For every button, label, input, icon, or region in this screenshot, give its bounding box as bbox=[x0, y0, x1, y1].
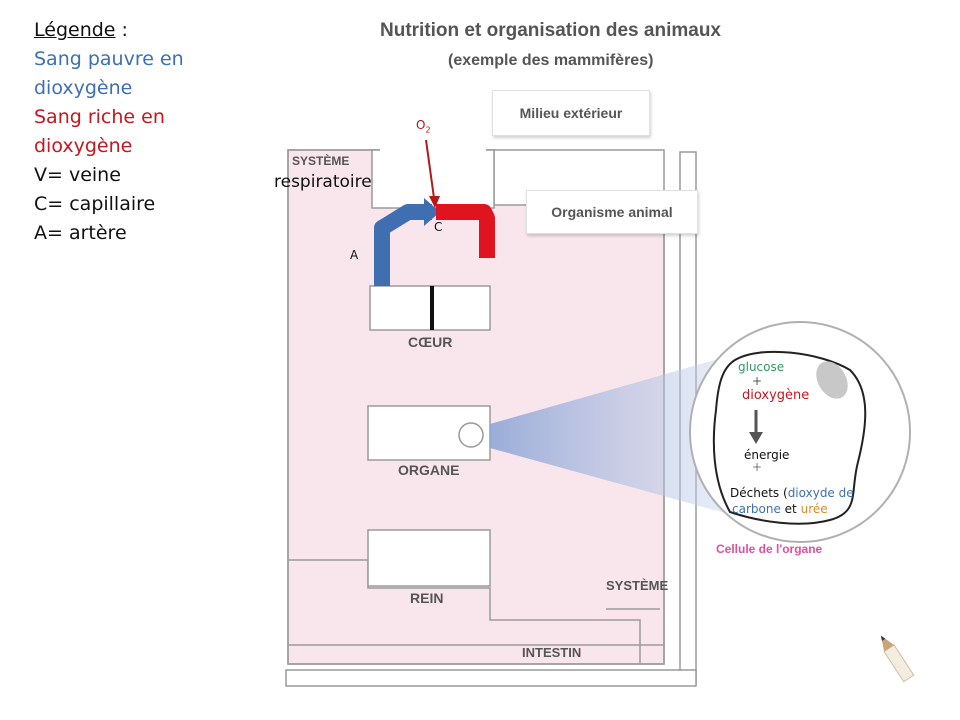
milieu-exterieur-box: Milieu extérieur bbox=[492, 90, 650, 136]
glucose-label: glucose bbox=[738, 360, 785, 374]
o2-label: O2 bbox=[416, 118, 431, 135]
artery-blue-arrowhead bbox=[424, 198, 440, 226]
respiratory-gap bbox=[380, 140, 486, 154]
oxygen-arrow-shaft bbox=[425, 139, 435, 199]
cell-nucleus bbox=[816, 361, 848, 399]
systeme-top-label: SYSTÈME bbox=[292, 154, 350, 168]
legend-red-line2: dioxygène bbox=[34, 135, 133, 157]
cell-label: Cellule de l'organe bbox=[716, 542, 823, 556]
respiratoire-label: respiratoire bbox=[274, 172, 372, 192]
artery-label: A bbox=[350, 248, 359, 262]
reaction-arrow-head bbox=[749, 432, 763, 444]
legend-artery: A= artère bbox=[34, 222, 127, 244]
capillary-label: C bbox=[434, 220, 443, 234]
pencil-icon bbox=[880, 635, 915, 683]
organisme-animal-box: Organisme animal bbox=[526, 190, 698, 234]
dechets-label: Déchets (dioxyde de bbox=[730, 486, 854, 500]
legend-vein: V= veine bbox=[34, 164, 121, 186]
zoom-cone bbox=[490, 350, 750, 520]
organ-cell-circle bbox=[458, 422, 484, 448]
dioxygene-label: dioxygène bbox=[742, 388, 810, 403]
organe-label: ORGANE bbox=[398, 462, 460, 478]
systeme-bottom-label: SYSTÈME bbox=[606, 578, 669, 593]
carbone-uree-label: carbone et urée bbox=[732, 502, 828, 516]
kidney-box bbox=[367, 529, 491, 587]
intestin-label: INTESTIN bbox=[522, 645, 582, 660]
energie-label: énergie bbox=[744, 448, 790, 462]
artery-blue-vessel bbox=[374, 204, 432, 286]
legend-title: Légende : bbox=[34, 19, 128, 41]
oxygen-arrow-head bbox=[429, 196, 440, 208]
legend-capillary: C= capillaire bbox=[34, 193, 156, 215]
diagram-subtitle: (exemple des mammifères) bbox=[448, 52, 654, 69]
legend-red-line1: Sang riche en bbox=[34, 106, 165, 128]
plus-sign-1: + bbox=[752, 374, 763, 388]
plus-sign-2: + bbox=[752, 460, 763, 474]
rein-label: REIN bbox=[410, 590, 444, 606]
legend-blue-line1: Sang pauvre en bbox=[34, 48, 184, 70]
legend-blue-line2: dioxygène bbox=[34, 77, 133, 99]
vein-red-vessel bbox=[436, 204, 495, 258]
legend: Légende : Sang pauvre en dioxygène Sang … bbox=[34, 16, 234, 248]
coeur-label: CŒUR bbox=[408, 334, 453, 350]
diagram-title: Nutrition et organisation des animaux bbox=[380, 20, 721, 41]
outer-frame-bottom bbox=[285, 669, 697, 687]
